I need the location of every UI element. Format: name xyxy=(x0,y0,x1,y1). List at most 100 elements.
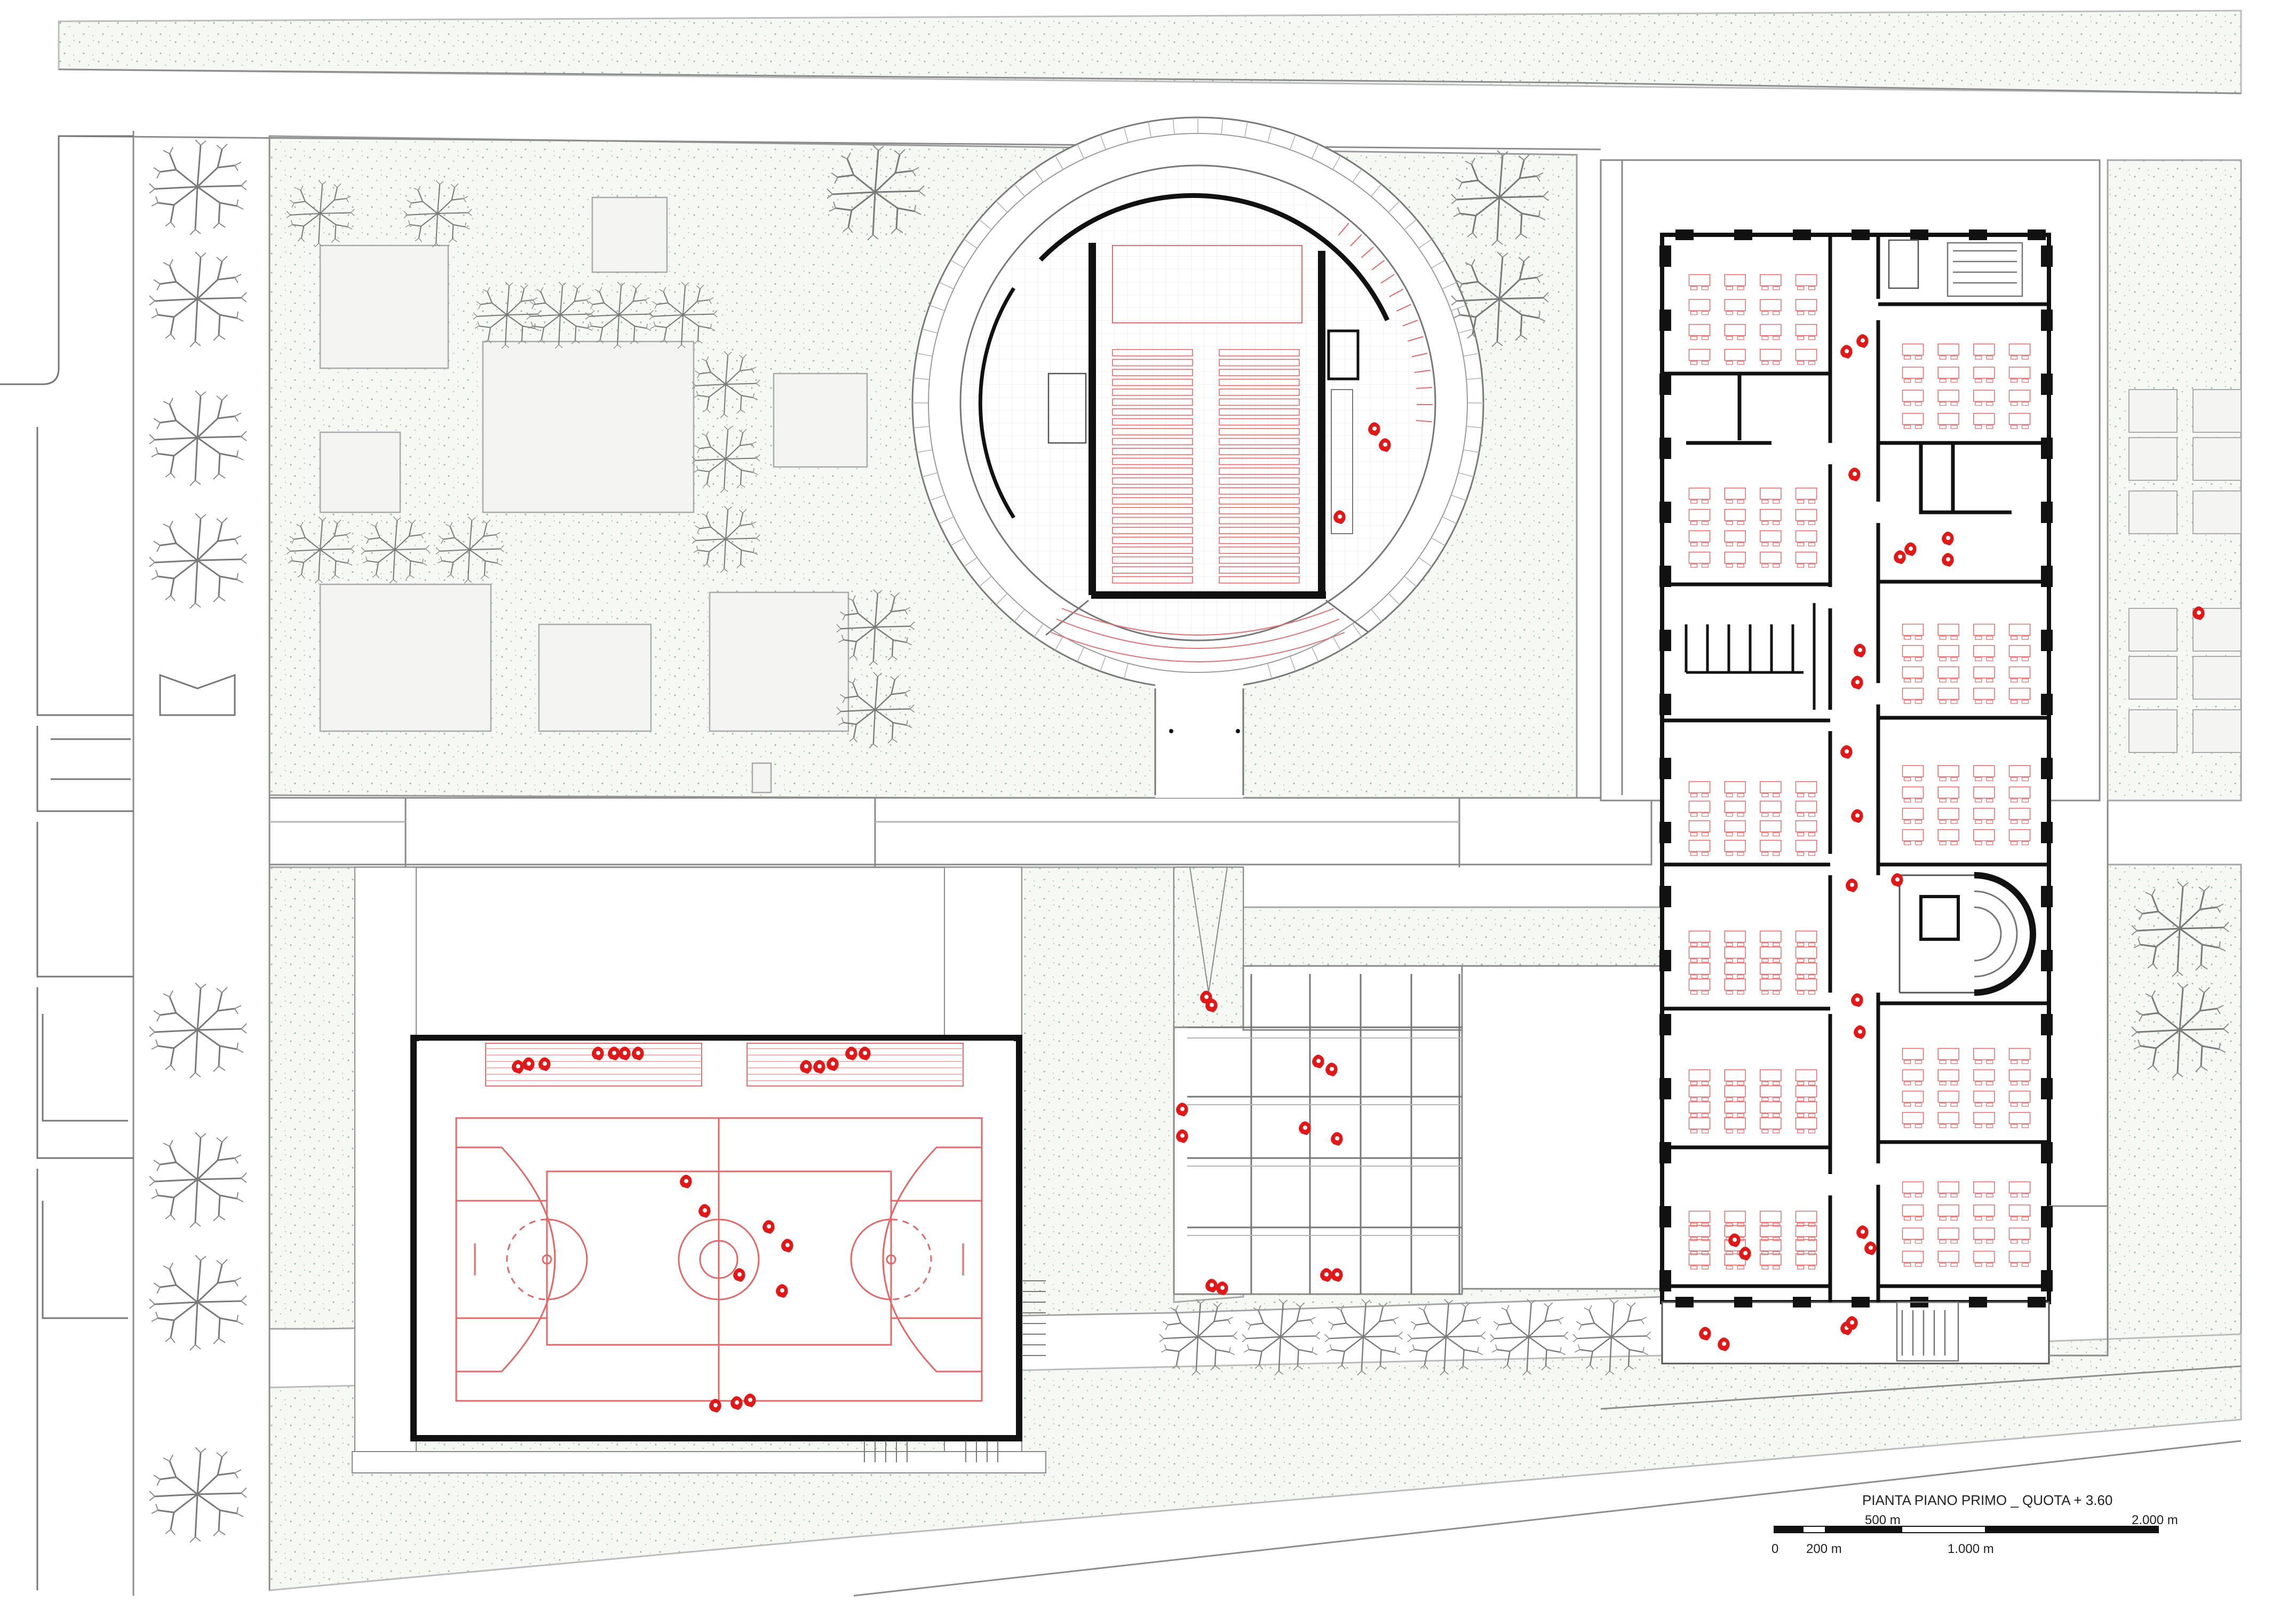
facade-pier xyxy=(1852,1297,1870,1307)
seat-row xyxy=(1219,418,1300,426)
ring-tick xyxy=(1054,636,1064,651)
ring-tick xyxy=(979,576,992,587)
ring-tick xyxy=(996,593,1008,605)
ring-tick xyxy=(1100,134,1106,150)
side-seat xyxy=(1361,247,1374,258)
ring-tick xyxy=(1352,623,1362,637)
ring-tick xyxy=(922,472,938,478)
seat-row xyxy=(1112,517,1193,525)
seat-row xyxy=(1219,398,1300,406)
seat-row xyxy=(1112,349,1193,356)
seat-row xyxy=(1219,359,1300,367)
tree-icon xyxy=(148,251,248,348)
facade-pier xyxy=(1659,1014,1671,1035)
ring-tick xyxy=(1311,144,1319,159)
facade-pier xyxy=(1659,1078,1671,1099)
ring-tick xyxy=(1431,259,1445,269)
ring-tick xyxy=(1458,328,1474,334)
seat-row xyxy=(1219,536,1300,544)
facade-pier xyxy=(1659,1270,1671,1291)
school-building xyxy=(1600,159,2109,1365)
seat-row xyxy=(1112,408,1193,416)
facade-pier xyxy=(1734,229,1752,240)
ring-tick xyxy=(1388,201,1400,213)
seat-row xyxy=(1219,467,1300,475)
ring-tick xyxy=(1221,118,1224,134)
facade-pier xyxy=(2041,758,2053,779)
seat-row xyxy=(1112,369,1193,376)
ring-tick xyxy=(1463,449,1480,453)
seat-row xyxy=(1112,448,1193,455)
ring-tick xyxy=(964,239,978,249)
side-seat xyxy=(1338,223,1349,236)
facade-pier xyxy=(1659,822,1671,843)
tree-icon xyxy=(148,512,248,609)
seat-row xyxy=(1112,477,1193,485)
facade-pier xyxy=(1659,374,1671,395)
seat-row xyxy=(1219,546,1300,554)
wc-block xyxy=(1685,603,1816,710)
facade-pier xyxy=(1910,229,1928,240)
school-stair-hall xyxy=(1898,872,2036,996)
seat-row xyxy=(1219,527,1300,534)
seat-row xyxy=(1219,408,1300,416)
facade-pier xyxy=(1659,950,1671,971)
ring-tick xyxy=(939,516,954,524)
side-seat xyxy=(1402,320,1418,327)
facade-pier xyxy=(1659,694,1671,715)
ring-tick xyxy=(913,426,929,429)
pergola-grid xyxy=(1187,974,1462,1294)
facade-pier xyxy=(1659,758,1671,779)
ring-tick xyxy=(979,219,992,230)
ring-tick xyxy=(1466,377,1483,380)
facade-pier xyxy=(2041,245,2053,267)
ring-tick xyxy=(1244,121,1248,138)
scale-label-1000: 1.000 m xyxy=(1948,1542,1994,1556)
seat-row xyxy=(1219,517,1300,525)
facade-pier xyxy=(1675,1297,1694,1307)
facade-pier xyxy=(1659,438,1671,459)
seat-row xyxy=(1112,487,1193,495)
ring-tick xyxy=(1100,656,1106,671)
ring-tick xyxy=(1077,144,1085,159)
seat-row xyxy=(1219,566,1300,574)
ring-tick xyxy=(1418,239,1432,249)
facade-pier xyxy=(1659,245,1671,267)
facade-pier xyxy=(2041,950,2053,971)
auditorium-perimeter-ticks xyxy=(912,117,1483,679)
facade-pier xyxy=(1793,1297,1811,1307)
ring-tick xyxy=(1404,219,1417,230)
seat-row xyxy=(1219,378,1300,386)
school-stairs xyxy=(1888,239,2023,1362)
seat-row xyxy=(1112,457,1193,465)
seat-row xyxy=(1112,527,1193,534)
left-parking-strip xyxy=(0,135,236,1590)
ring-tick xyxy=(1431,537,1445,546)
facade-piers xyxy=(1659,229,2053,1307)
auditorium xyxy=(911,116,1484,798)
ring-tick xyxy=(1451,495,1466,501)
ring-tick xyxy=(1148,121,1152,138)
facade-pier xyxy=(1659,886,1671,907)
ring-tick xyxy=(1290,656,1296,671)
side-seat xyxy=(1416,386,1433,389)
seat-row xyxy=(1219,369,1300,376)
ring-tick xyxy=(1371,609,1382,622)
side-seat xyxy=(1396,304,1411,312)
facade-pier xyxy=(2041,1014,2053,1035)
seat-row xyxy=(1219,428,1300,435)
ring-tick xyxy=(1458,472,1474,478)
seat-row xyxy=(1112,467,1193,475)
school-partitions xyxy=(1662,235,2049,1302)
pergola xyxy=(1173,867,1663,1295)
ring-tick xyxy=(1267,663,1273,679)
facade-pier xyxy=(1659,1206,1671,1227)
side-seat xyxy=(1371,259,1385,271)
scale-label-200: 200 m xyxy=(1806,1542,1842,1556)
facade-pier xyxy=(2041,1078,2053,1099)
ring-tick xyxy=(1123,663,1129,679)
side-seat xyxy=(1411,353,1428,358)
side-seat xyxy=(1414,369,1431,373)
seat-row xyxy=(1112,418,1193,426)
